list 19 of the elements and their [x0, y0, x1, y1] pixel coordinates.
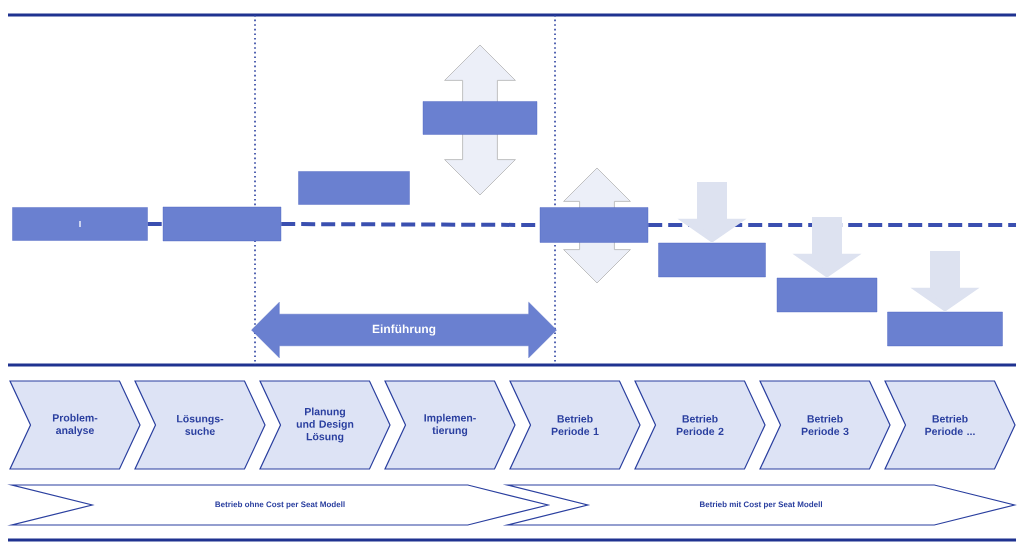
process-step: Betrieb Periode 3	[759, 380, 891, 470]
bar-box	[776, 277, 878, 313]
process-step: Problem- analyse	[9, 380, 141, 470]
bar-box: I	[12, 207, 148, 241]
bar-box	[658, 242, 766, 278]
bar-box	[887, 311, 1003, 347]
phase-band: Betrieb ohne Cost per Seat Modell	[7, 484, 551, 526]
process-step: Betrieb Periode 1	[509, 380, 641, 470]
bar-box	[162, 206, 282, 242]
process-step: Betrieb Periode ...	[884, 380, 1016, 470]
bar-box	[539, 207, 649, 243]
bar-box	[298, 171, 410, 205]
process-step: Lösungs- suche	[134, 380, 266, 470]
process-step: Implemen- tierung	[384, 380, 516, 470]
bar-box	[422, 101, 538, 135]
phase-band: Betrieb mit Cost per Seat Modell	[502, 484, 1017, 526]
process-step: Planung und Design Lösung	[259, 380, 391, 470]
process-step: Betrieb Periode 2	[634, 380, 766, 470]
connector-line	[147, 222, 163, 226]
